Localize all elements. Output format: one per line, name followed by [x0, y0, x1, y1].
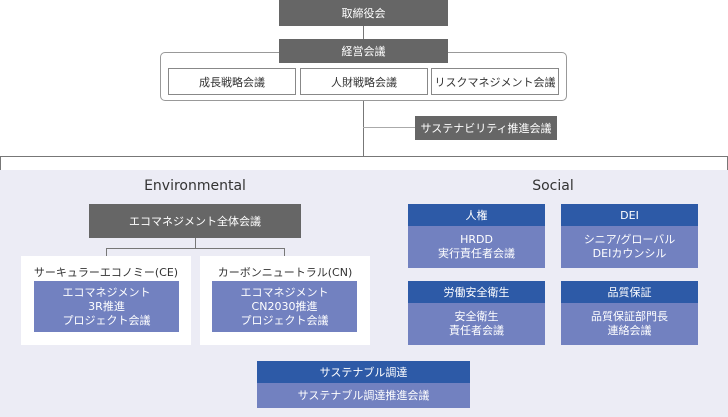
procurement-body: サステナブル調達推進会議	[257, 383, 470, 408]
committee-hr: 人財戦略会議	[300, 68, 428, 95]
connector	[0, 156, 728, 157]
line: シニア/グローバル	[583, 233, 676, 246]
dei-header: DEI	[561, 204, 698, 226]
procurement-header: サステナブル調達	[257, 361, 470, 383]
line: 安全衛生	[454, 310, 499, 323]
connector	[106, 248, 107, 256]
connector	[195, 238, 196, 248]
connector	[284, 248, 285, 256]
human-rights-body: HRDD 実行責任者会議	[408, 226, 545, 268]
ce-title: サーキュラーエコノミー(CE)	[33, 266, 179, 279]
line: 実行責任者会議	[438, 247, 515, 260]
line: HRDD	[460, 233, 493, 246]
line: DEIカウンシル	[592, 247, 667, 260]
quality-body: 品質保証部門長 連絡会議	[561, 303, 698, 345]
line: 連絡会議	[607, 324, 652, 337]
connector	[363, 127, 415, 128]
line: 品質保証部門長	[591, 310, 668, 323]
line: エコマネジメント	[62, 285, 151, 299]
quality-header: 品質保証	[561, 281, 698, 303]
ecomanagement-box: エコマネジメント全体会議	[89, 204, 301, 238]
line: 責任者会議	[449, 324, 504, 337]
line: エコマネジメント	[240, 285, 329, 299]
connector	[363, 26, 364, 39]
line: プロジェクト会議	[240, 313, 329, 327]
ce-card: サーキュラーエコノミー(CE) エコマネジメント 3R推進 プロジェクト会議	[21, 256, 191, 345]
line: CN2030推進	[251, 299, 318, 313]
connector	[363, 101, 364, 157]
safety-header: 労働安全衛生	[408, 281, 545, 303]
connector	[0, 156, 1, 170]
line: プロジェクト会議	[62, 313, 151, 327]
sustainability-box: サステナビリティ推進会議	[415, 116, 557, 140]
connector	[106, 248, 285, 249]
committee-growth: 成長戦略会議	[168, 68, 296, 95]
safety-body: 安全衛生 責任者会議	[408, 303, 545, 345]
social-title: Social	[532, 178, 574, 194]
line: 3R推進	[88, 299, 125, 313]
cn-project-box: エコマネジメント CN2030推進 プロジェクト会議	[212, 281, 357, 332]
committee-risk: リスクマネジメント会議	[431, 68, 559, 95]
environmental-title: Environmental	[144, 178, 246, 194]
cn-card: カーボンニュートラル(CN) エコマネジメント CN2030推進 プロジェクト会…	[200, 256, 370, 345]
board-box: 取締役会	[279, 0, 448, 26]
dei-body: シニア/グローバル DEIカウンシル	[561, 226, 698, 268]
human-rights-header: 人権	[408, 204, 545, 226]
cn-title: カーボンニュートラル(CN)	[217, 266, 353, 279]
ce-project-box: エコマネジメント 3R推進 プロジェクト会議	[34, 281, 179, 332]
management-box: 経営会議	[279, 39, 448, 63]
